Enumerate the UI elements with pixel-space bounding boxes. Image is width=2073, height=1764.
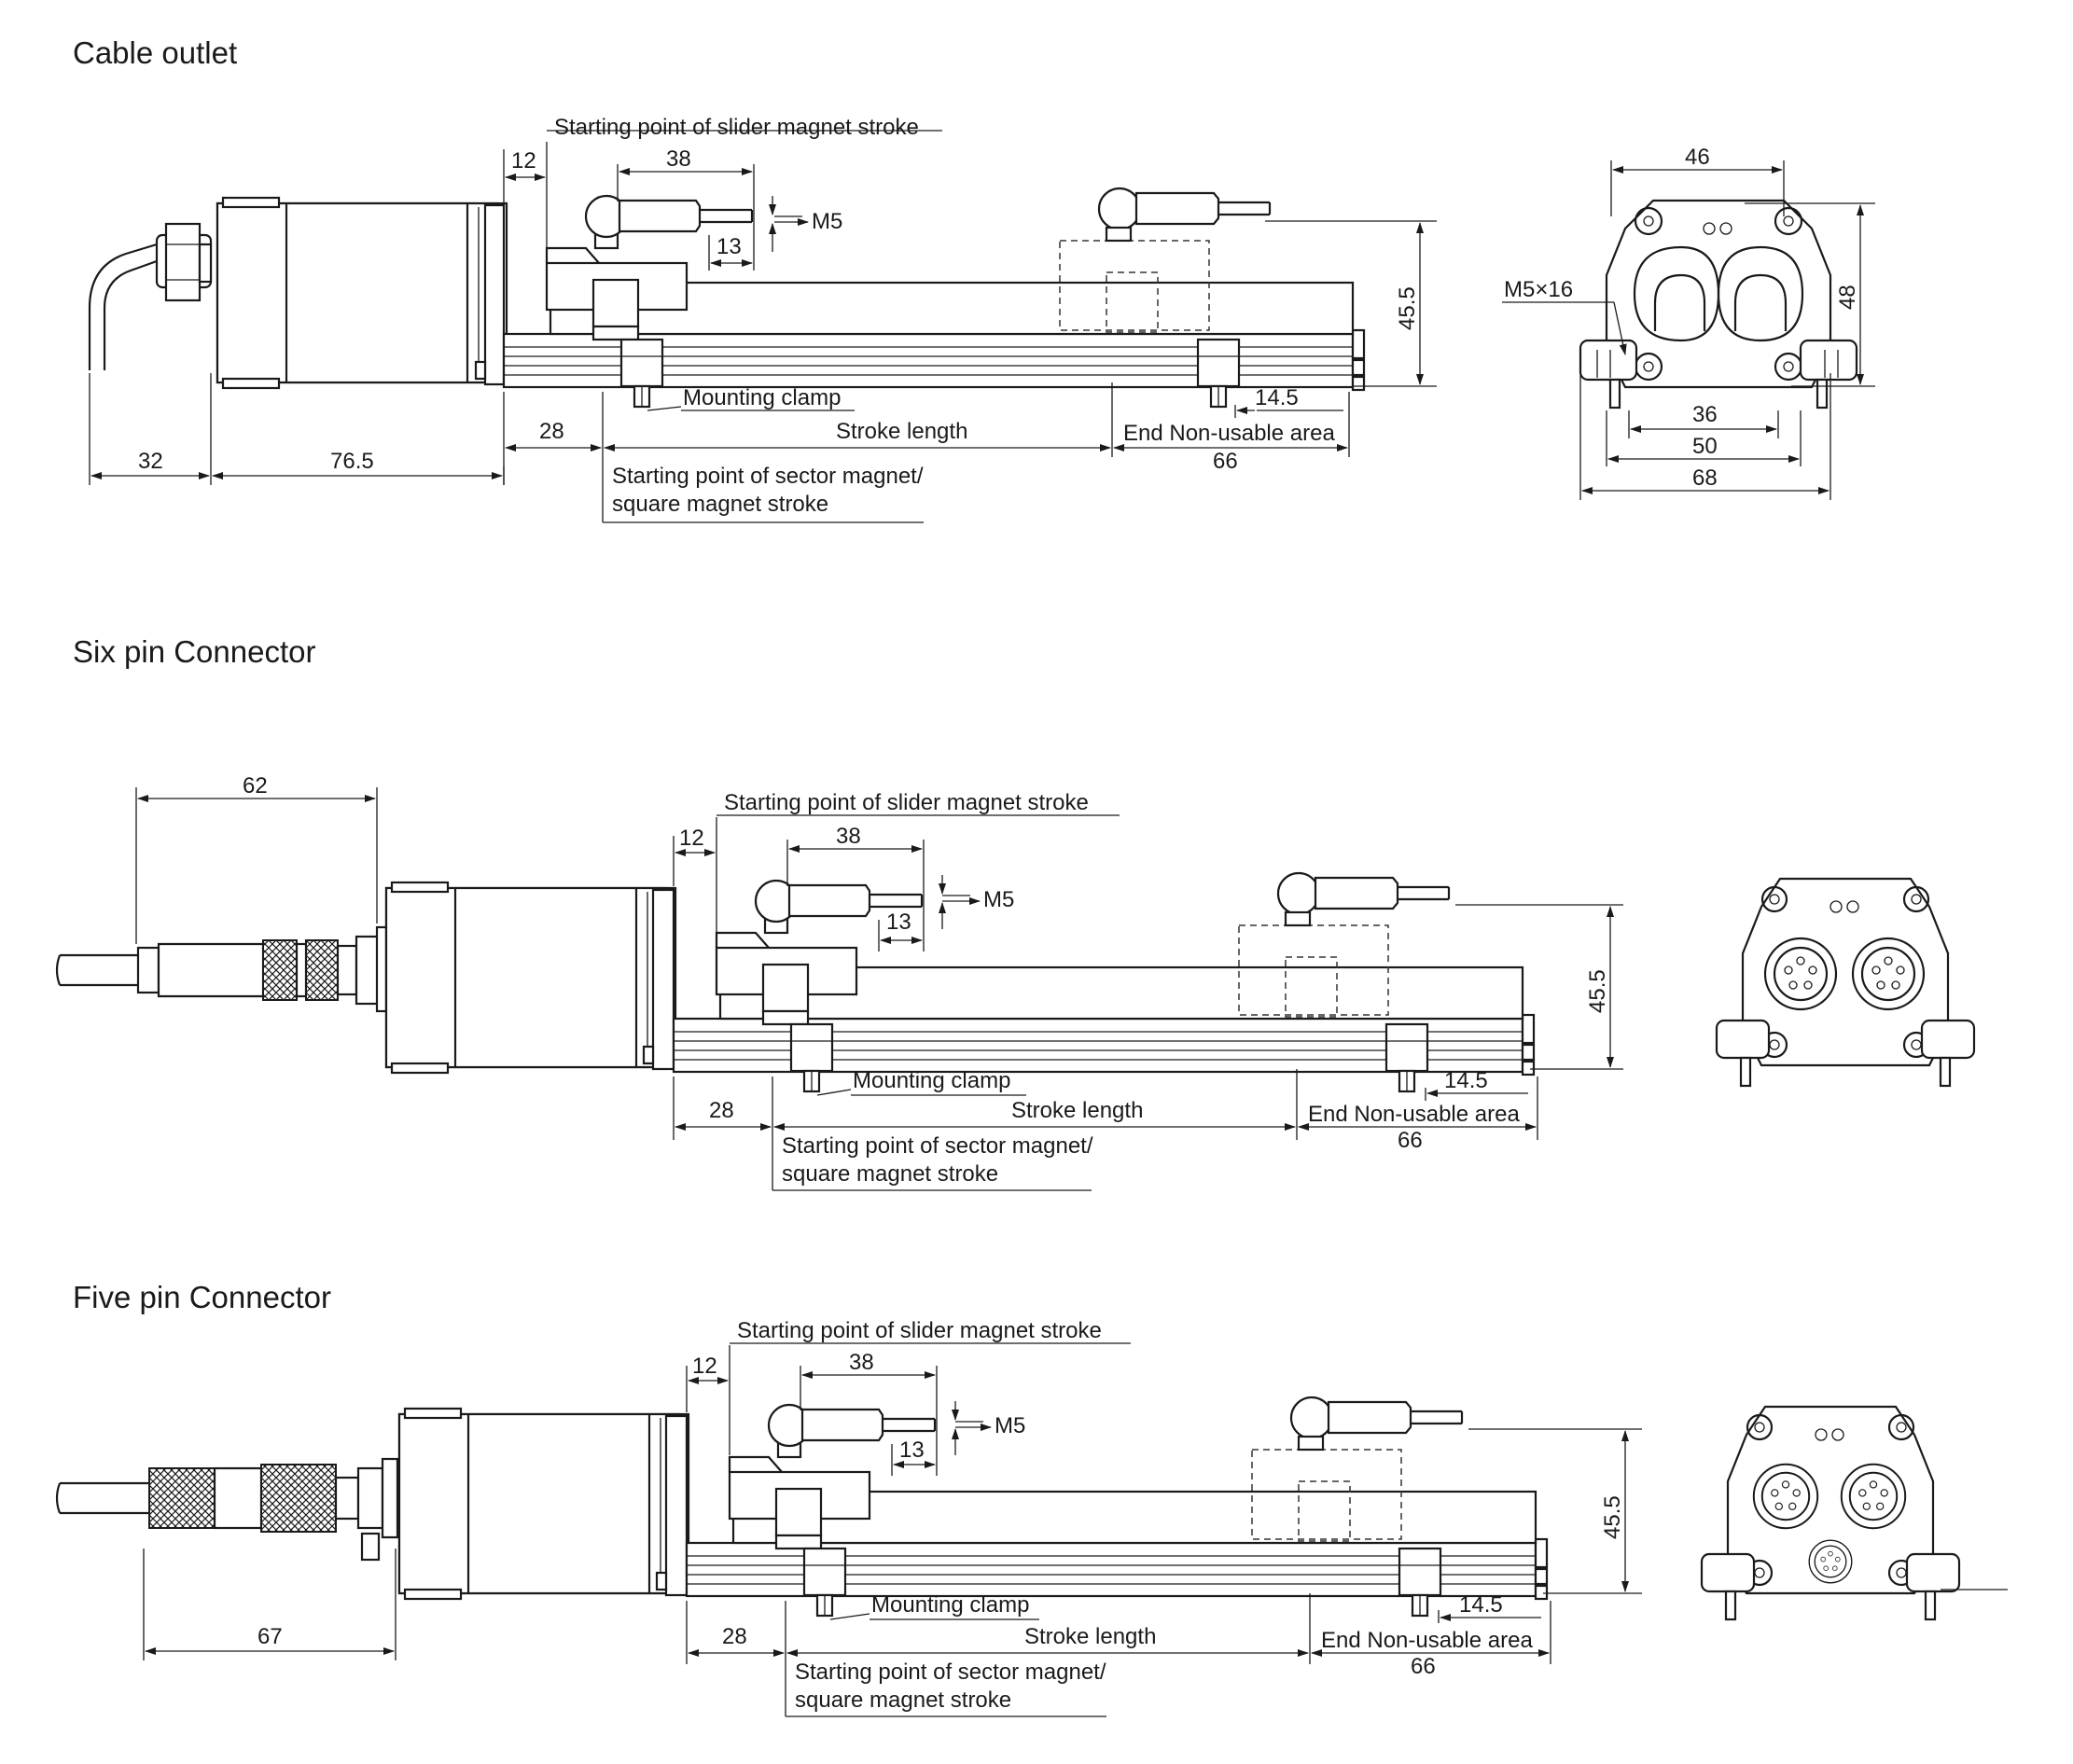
dim-45-5: 45.5 (1585, 969, 1610, 1013)
label-end-nonusable: End Non-usable area (1321, 1628, 1533, 1653)
dim-32: 32 (138, 449, 163, 474)
label-m5x16: M5×16 (1504, 277, 1573, 302)
dim-38: 38 (666, 146, 691, 172)
dim-68: 68 (1692, 465, 1718, 491)
dim-14-5: 14.5 (1459, 1592, 1503, 1618)
dim-67: 67 (257, 1624, 283, 1649)
end-view-six-pin (1715, 877, 1976, 1088)
dim-14-5: 14.5 (1444, 1068, 1488, 1093)
dimension-lines: 62 Starting point of slider magnet strok… (135, 773, 1623, 1191)
label-sector-start-1: Starting point of sector magnet/ (782, 1133, 1093, 1159)
dim-45-5: 45.5 (1600, 1495, 1625, 1539)
mounting-clamp-left (802, 1547, 847, 1618)
section-title: Cable outlet (73, 35, 237, 70)
mounting-clamp-left (789, 1022, 834, 1093)
section-six-pin-connector: Six pin Connector 62 Starting point of s… (55, 634, 1976, 1191)
dim-66: 66 (1213, 449, 1238, 474)
dim-38: 38 (849, 1350, 874, 1375)
section-title: Five pin Connector (73, 1280, 331, 1314)
label-stroke-length: Stroke length (836, 419, 967, 444)
label-sector-start-2: square magnet stroke (782, 1161, 998, 1187)
cable (103, 259, 158, 370)
dim-50: 50 (1692, 434, 1718, 459)
five-pin-connector-plug (148, 1467, 216, 1529)
sensor-housing (397, 1407, 690, 1601)
mounting-clamp-left (619, 338, 664, 409)
label-m5: M5 (983, 887, 1014, 912)
label-stroke-length: Stroke length (1011, 1098, 1143, 1123)
dim-28: 28 (722, 1624, 747, 1649)
dimension-lines: 67 Starting point of slider magnet strok… (143, 1318, 1642, 1717)
dim-13: 13 (886, 910, 911, 935)
end-view-dimensions: 46 48 M5×16 36 50 68 (1502, 145, 1875, 500)
dim-66: 66 (1411, 1654, 1436, 1679)
mounting-clamp-right (1384, 1022, 1429, 1093)
label-m5: M5 (812, 209, 842, 234)
dim-12: 12 (511, 148, 536, 174)
label-stroke-length: Stroke length (1024, 1624, 1156, 1649)
dim-46: 46 (1685, 145, 1710, 170)
dim-14-5: 14.5 (1255, 385, 1299, 410)
end-view-cable (1579, 199, 1858, 410)
label-sector-start-1: Starting point of sector magnet/ (795, 1660, 1106, 1685)
dim-12: 12 (692, 1354, 717, 1379)
sensor-housing (216, 196, 508, 390)
dim-76-5: 76.5 (330, 449, 374, 474)
section-five-pin-connector: Five pin Connector 67 Starting point of … (55, 1280, 2008, 1717)
label-slider-start: Starting point of slider magnet stroke (737, 1318, 1102, 1343)
sensor-housing (384, 881, 677, 1075)
dim-38: 38 (836, 824, 861, 849)
label-slider-start: Starting point of slider magnet stroke (724, 790, 1089, 815)
mounting-clamp-right (1196, 338, 1241, 409)
label-m5: M5 (995, 1413, 1025, 1438)
dim-13: 13 (717, 234, 742, 259)
dim-66: 66 (1398, 1128, 1423, 1153)
dim-13: 13 (899, 1438, 925, 1463)
label-slider-start: Starting point of slider magnet stroke (554, 115, 919, 140)
dim-62: 62 (243, 773, 268, 799)
section-cable-outlet: Cable outlet Starting point of slider ma… (73, 35, 1875, 523)
label-sector-start-2: square magnet stroke (795, 1688, 1011, 1713)
dim-12: 12 (679, 826, 704, 851)
dim-48: 48 (1835, 285, 1860, 310)
dim-45-5: 45.5 (1395, 286, 1420, 330)
label-end-nonusable: End Non-usable area (1123, 421, 1335, 446)
dim-28: 28 (539, 419, 564, 444)
dim-28: 28 (709, 1098, 734, 1123)
label-end-nonusable: End Non-usable area (1308, 1102, 1520, 1127)
label-mounting-clamp: Mounting clamp (853, 1068, 1010, 1093)
label-mounting-clamp: Mounting clamp (683, 385, 841, 410)
label-sector-start-1: Starting point of sector magnet/ (612, 464, 924, 489)
label-sector-start-2: square magnet stroke (612, 492, 828, 517)
label-mounting-clamp: Mounting clamp (871, 1592, 1029, 1618)
six-pin-connector-plug (157, 942, 265, 998)
dimension-lines: Starting point of slider magnet stroke 1… (89, 115, 1437, 523)
mounting-clamp-right (1398, 1547, 1442, 1618)
section-title: Six pin Connector (73, 634, 315, 669)
end-view-five-pin (1700, 1405, 2008, 1621)
dim-36: 36 (1692, 402, 1718, 427)
